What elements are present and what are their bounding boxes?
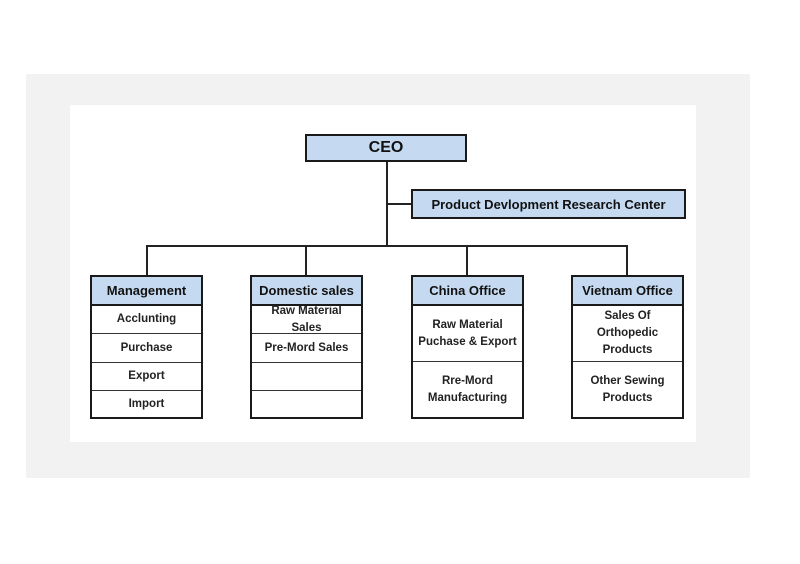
research-center-node: Product Devlopment Research Center bbox=[411, 189, 686, 219]
department-item: Raw Material Sales bbox=[252, 305, 361, 334]
department-header: Management bbox=[92, 277, 201, 306]
department-item bbox=[252, 391, 361, 417]
department-vietnam-office: Vietnam Office Sales Of Orthopedic Produ… bbox=[571, 275, 684, 419]
department-header: Domestic sales bbox=[252, 277, 361, 306]
ceo-node: CEO bbox=[305, 134, 467, 162]
department-item: Sales Of Orthopedic Products bbox=[573, 306, 682, 362]
management-drop-line bbox=[146, 245, 148, 276]
department-header: Vietnam Office bbox=[573, 277, 682, 306]
department-item: Rre-Mord Manufacturing bbox=[427, 374, 508, 404]
research-branch-line bbox=[387, 203, 411, 205]
department-bus-line bbox=[147, 245, 628, 247]
domestic-drop-line bbox=[305, 245, 307, 276]
department-item: Other Sewing Products bbox=[590, 374, 665, 404]
department-item bbox=[252, 363, 361, 391]
department-item: Export bbox=[92, 363, 201, 391]
department-item: Pre-Mord Sales bbox=[252, 334, 361, 363]
department-item: Acclunting bbox=[92, 306, 201, 334]
vietnam-drop-line bbox=[626, 245, 628, 276]
department-item: Import bbox=[128, 397, 165, 410]
department-china-office: China Office Raw Material Puchase & Expo… bbox=[411, 275, 524, 419]
china-drop-line bbox=[466, 245, 468, 276]
department-domestic-sales: Domestic sales Raw Material Sales Pre-Mo… bbox=[250, 275, 363, 419]
department-header: China Office bbox=[413, 277, 522, 306]
department-item: Raw Material Puchase & Export bbox=[413, 306, 522, 362]
department-item: Purchase bbox=[92, 334, 201, 363]
department-management: Management Acclunting Purchase Export Im… bbox=[90, 275, 203, 419]
